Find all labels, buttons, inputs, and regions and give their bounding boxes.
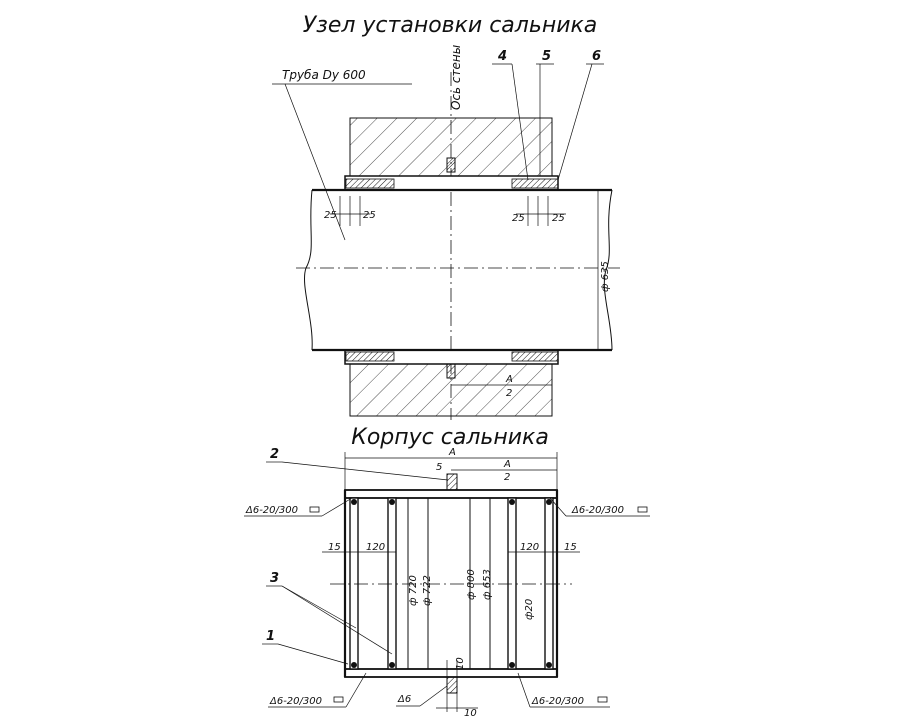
bottom-title: Корпус сальника: [351, 425, 549, 450]
dim-d800: ф 800: [466, 569, 477, 600]
dim-d720: ф 720: [408, 575, 419, 606]
weld-bottom-6: Δ6: [397, 694, 411, 705]
dim-d722: ф 722: [422, 575, 433, 606]
callout-4: 4: [497, 49, 507, 64]
dim-120-right: 120: [520, 542, 539, 553]
dim-a-overall-label: A: [448, 447, 456, 458]
weld-bottom-right: Δ6-20/300: [531, 696, 584, 707]
top-title: Узел установки сальника: [303, 13, 598, 38]
pipe-label: Труба Dy 600: [282, 68, 366, 82]
dim-15-right: 15: [564, 542, 577, 553]
sleeve-bottom: [344, 349, 559, 365]
dim-2-top: 2: [506, 388, 512, 399]
wall-axis-label: Ось стены: [449, 45, 463, 110]
dim-25-left-b: 25: [363, 210, 376, 221]
dim-120-left: 120: [366, 542, 385, 553]
dim-25-right-b: 25: [552, 213, 565, 224]
dim-5: 5: [436, 462, 442, 473]
callout-1: 1: [266, 629, 275, 644]
dim-10-horizontal: 10: [464, 708, 477, 719]
callout-6: 6: [592, 49, 601, 64]
rings: [349, 497, 554, 670]
weld-top-left: Δ6-20/300: [245, 505, 298, 516]
dim-25-right-a: 25: [512, 213, 525, 224]
sleeve-top: [344, 175, 559, 191]
callout-3: 3: [270, 571, 279, 586]
dim-a-half-num: A: [503, 459, 511, 470]
dim-d20: ф20: [524, 599, 535, 620]
weld-top-right: Δ6-20/300: [571, 505, 624, 516]
dim-d635: ф 635: [600, 261, 611, 292]
weld-bottom-left: Δ6-20/300: [269, 696, 322, 707]
dims-25: [330, 196, 566, 226]
pipe: [296, 188, 620, 352]
dim-15-left: 15: [328, 542, 341, 553]
dim-d653: ф 653: [482, 569, 493, 600]
callout-2: 2: [270, 447, 279, 462]
dim-10-vertical: 10: [455, 657, 466, 670]
dim-a-half-den: 2: [504, 472, 510, 483]
dim-25-left-a: 25: [324, 210, 337, 221]
pipe-leader: [284, 83, 346, 241]
callout-5: 5: [542, 49, 551, 64]
casing: [343, 473, 559, 694]
dim-a-top: A: [505, 374, 513, 385]
